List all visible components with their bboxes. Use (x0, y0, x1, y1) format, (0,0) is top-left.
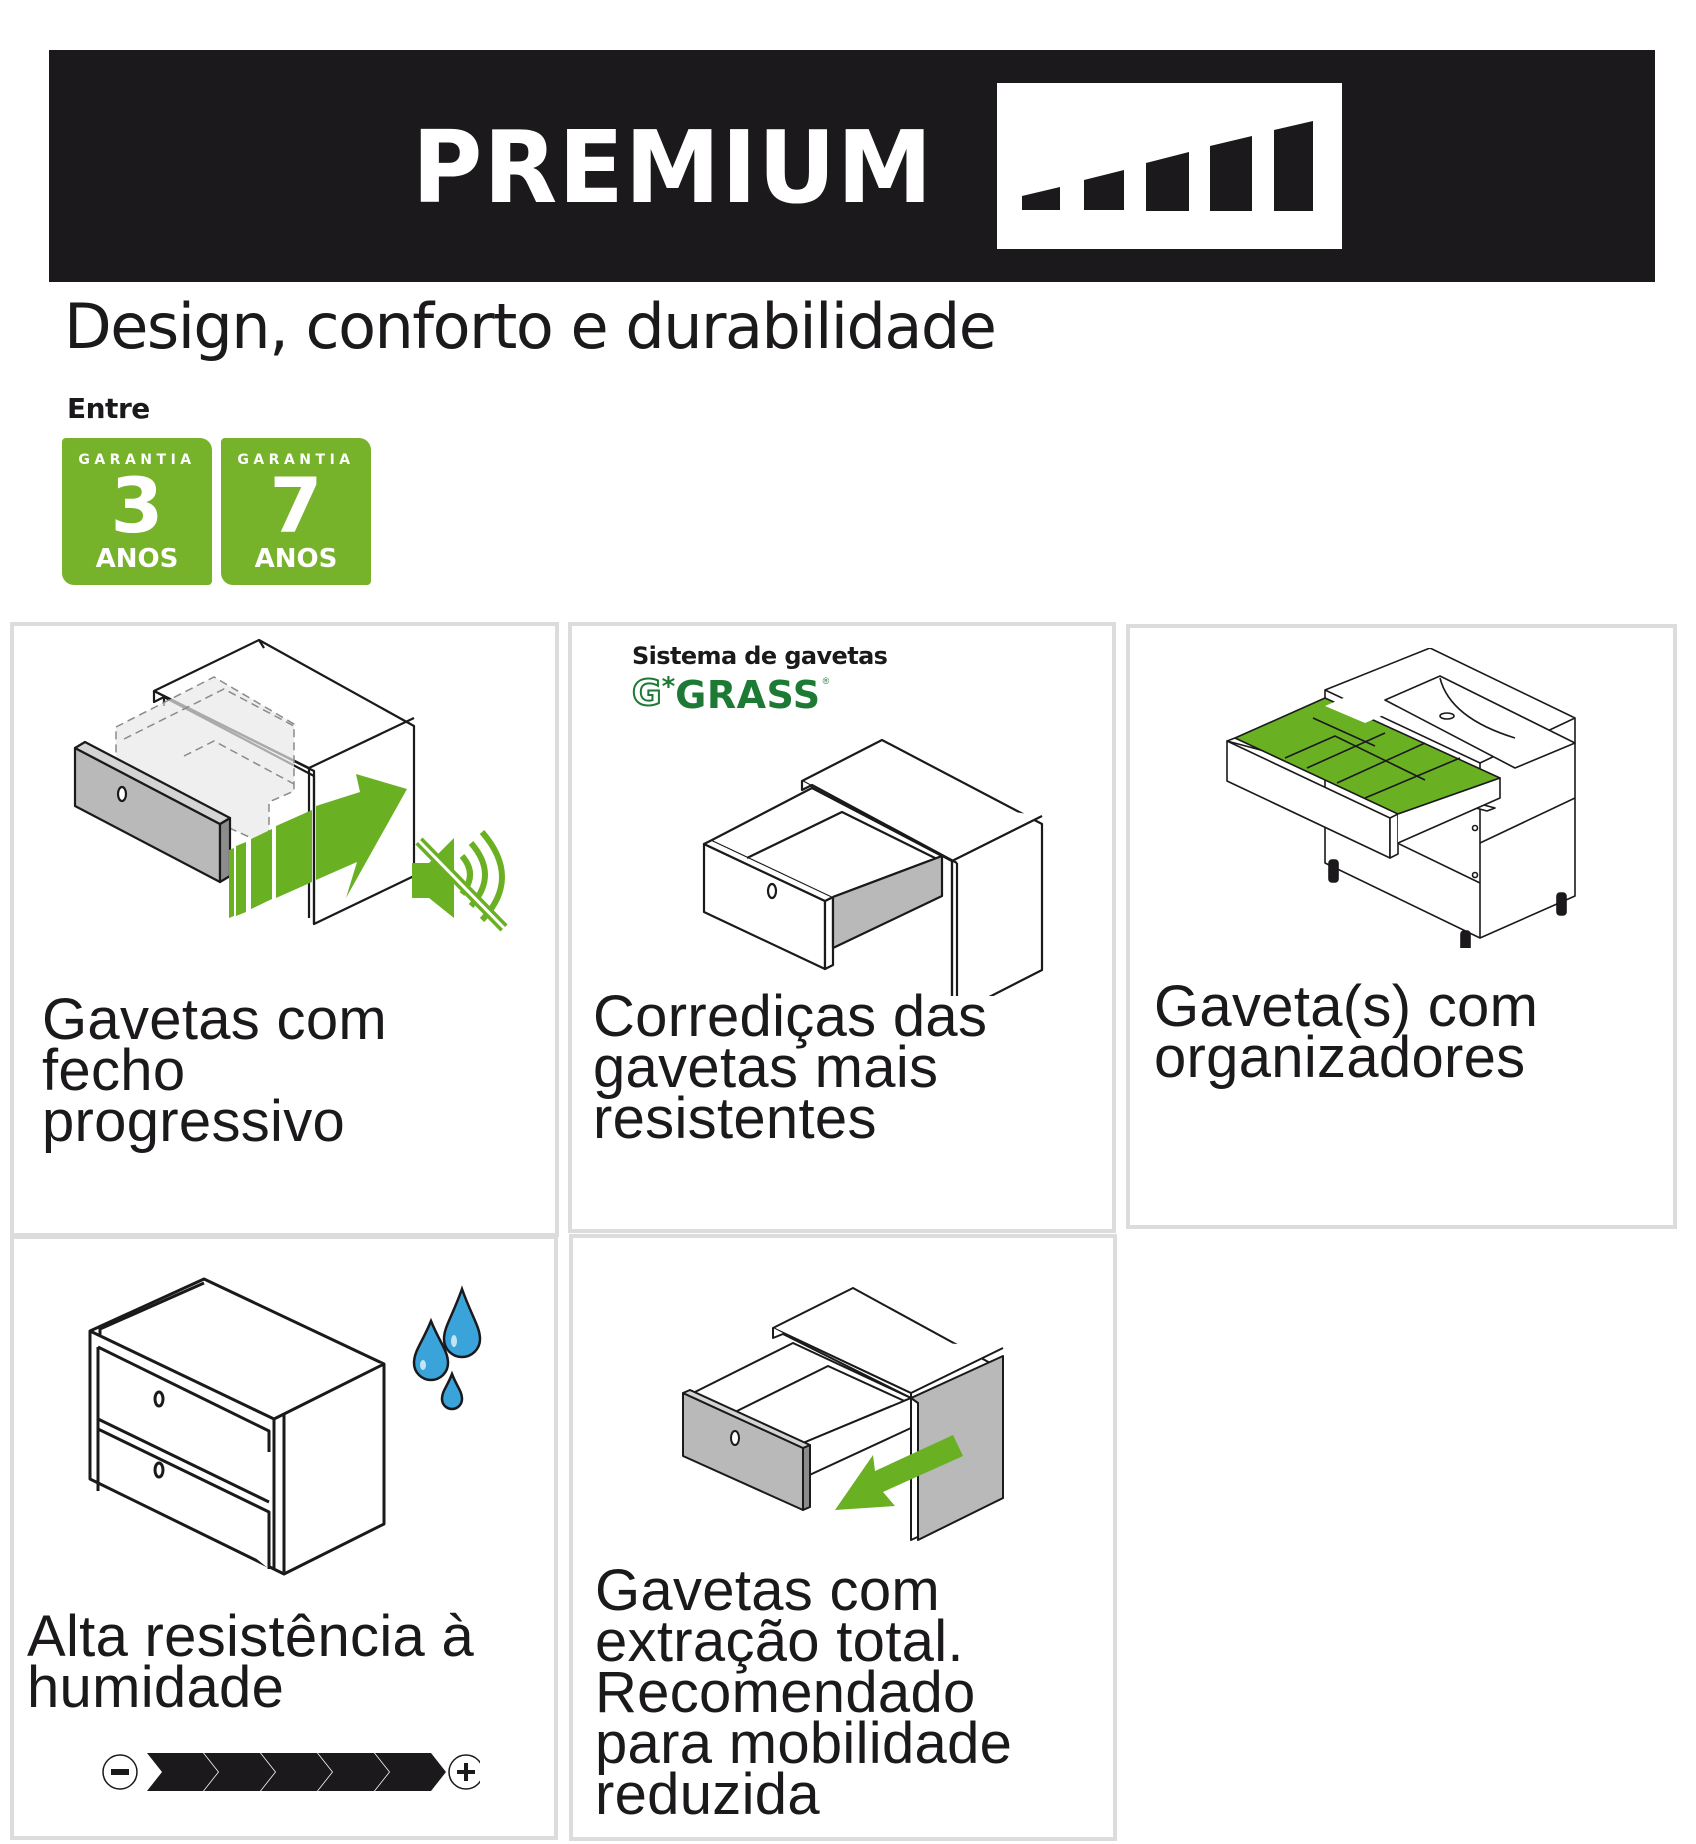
grass-logo: G * GRASS ® (631, 672, 830, 717)
drawer-soft-close-mute-icon (73, 638, 508, 932)
grass-wordmark: GRASS (675, 673, 821, 717)
feature-text: Corrediças das gavetas mais resistentes (593, 984, 988, 1151)
feature-text: Gavetas com extração total. Recomendado … (595, 1558, 1013, 1827)
badge-years: 7 (269, 461, 323, 550)
drawer-organizer-icon (1226, 648, 1576, 948)
tier-level-indicator (997, 83, 1342, 249)
feature-text: Alta resistência à humidade (27, 1604, 475, 1720)
feature-card-full-extension: Gavetas com extração total. Recomendado … (569, 1234, 1117, 1841)
feature-text: Gavetas com fecho progressivo (42, 987, 387, 1154)
brand-caption: Sistema de gavetas (632, 642, 888, 670)
feature-card-humidity: Alta resistência à humidade (10, 1235, 558, 1840)
feature-text: Gaveta(s) com organizadores (1154, 974, 1539, 1090)
full-extension-arrow-icon (682, 1287, 1004, 1541)
feature-card-organizers: Gaveta(s) com organizadores (1126, 624, 1677, 1229)
minus-circle-icon (102, 1754, 138, 1790)
page-tagline: Design, conforto e durabilidade (64, 290, 997, 363)
badge-label: GARANTIA (237, 452, 355, 468)
registered-mark: ® (822, 676, 830, 686)
drawer-runners-icon (702, 738, 1044, 996)
humidity-drops-icon (88, 1277, 482, 1576)
tier-title: PREMIUM (412, 109, 934, 226)
badge-label: GARANTIA (78, 452, 196, 468)
humidity-resistance-scale (102, 1753, 480, 1791)
feature-card-grass-runners: Sistema de gavetas G * GRASS ® Corrediça… (568, 622, 1116, 1233)
warranty-badge-7-years: GARANTIA 7 ANOS (221, 438, 371, 585)
warranty-badge-3-years: GARANTIA 3 ANOS (62, 438, 212, 585)
badge-unit: ANOS (254, 544, 338, 574)
level-chevrons (147, 1753, 446, 1791)
badge-unit: ANOS (95, 544, 179, 574)
grass-g-mark: G (631, 673, 663, 714)
badge-years: 3 (110, 461, 164, 550)
warranty-intro: Entre (67, 392, 150, 425)
plus-circle-icon (448, 1754, 480, 1790)
feature-card-soft-close: Gavetas com fecho progressivo (10, 622, 559, 1237)
grass-star: * (661, 672, 676, 702)
signal-bars-icon (1022, 121, 1313, 211)
premium-banner (49, 50, 1655, 282)
